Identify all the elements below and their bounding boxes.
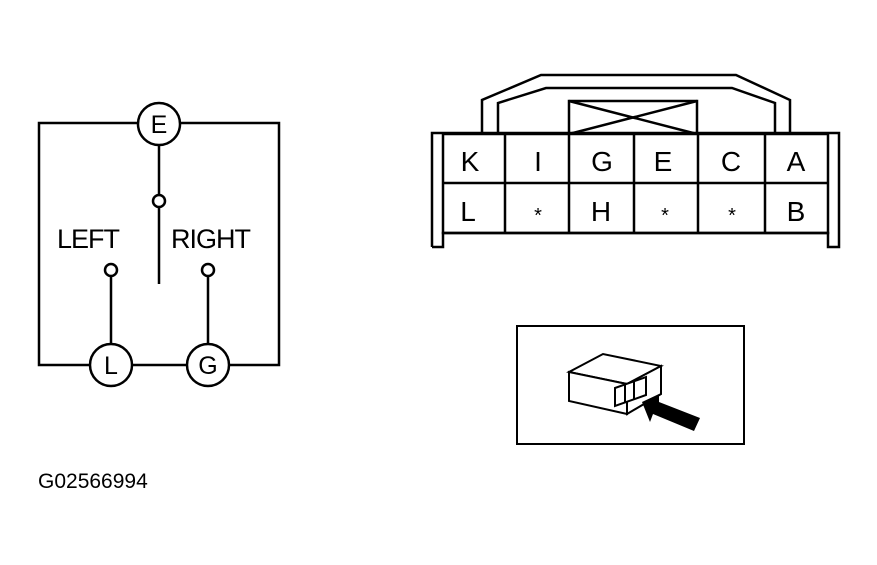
right-label: RIGHT — [171, 224, 251, 254]
left-contact — [103, 262, 119, 278]
left-label: LEFT — [57, 224, 120, 254]
connector-lock-inner — [496, 86, 777, 133]
pin-label: B — [787, 196, 806, 227]
terminal-g-circle — [185, 342, 231, 388]
pin-label: I — [534, 146, 542, 177]
pin-label: G — [591, 146, 613, 177]
common-contact — [151, 193, 167, 209]
pin-label: L — [460, 196, 476, 227]
component-location-inset — [516, 325, 745, 445]
pointer-arrow-icon — [642, 394, 700, 431]
connector-key-x2 — [568, 99, 698, 136]
terminal-g-label: G — [198, 352, 217, 380]
pin-label: E — [654, 146, 673, 177]
switch-schematic — [37, 101, 281, 388]
pin-label: * — [534, 205, 542, 227]
pin-label: A — [787, 146, 806, 177]
pin-label: C — [721, 146, 741, 177]
component-connector — [614, 375, 647, 408]
terminal-l-label: L — [104, 352, 118, 380]
terminal-e-label: E — [151, 111, 168, 139]
terminal-l-circle — [88, 342, 134, 388]
wire-top-left — [37, 121, 137, 367]
connector-lock-tab — [480, 73, 792, 133]
connector-body — [430, 131, 841, 249]
right-contact — [200, 262, 216, 278]
connector-face — [430, 73, 841, 249]
pin-label: H — [591, 196, 611, 227]
wire-top-right — [181, 121, 281, 367]
pin-label: K — [461, 146, 480, 177]
terminal-e-circle — [136, 101, 182, 147]
figure-id: G02566994 — [38, 470, 148, 493]
pin-label: * — [728, 205, 736, 227]
inset-frame — [516, 325, 745, 445]
pin-label: * — [661, 205, 669, 227]
